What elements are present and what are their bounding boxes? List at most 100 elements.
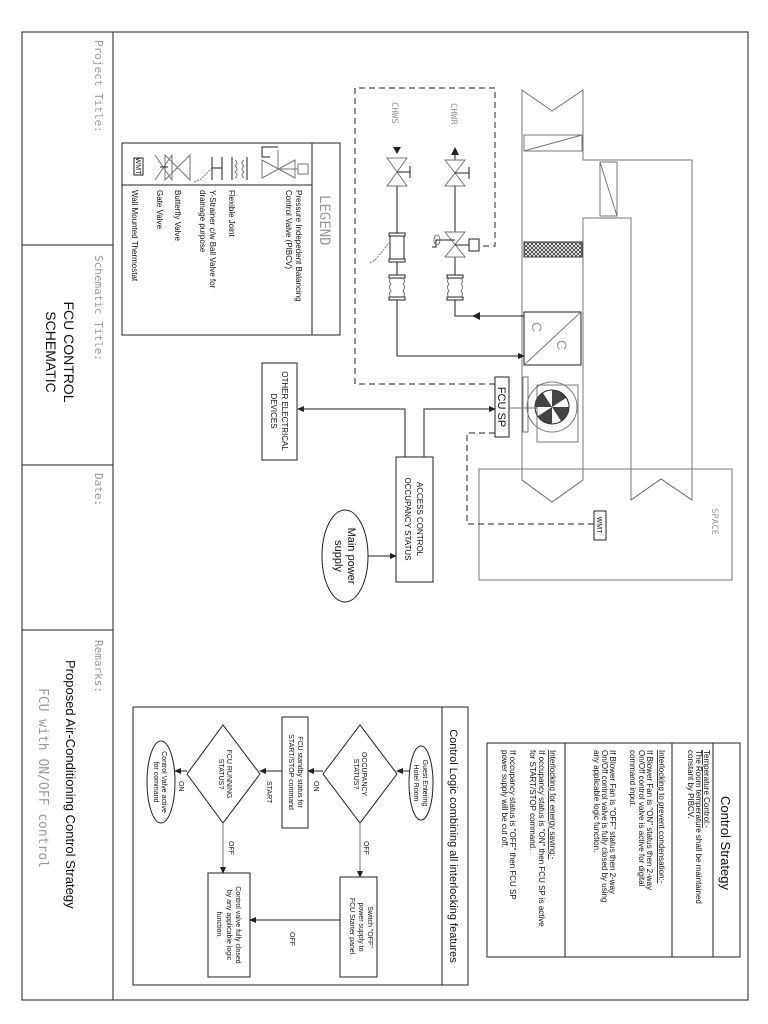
strategy-line: any applicable logic function. [592,750,601,852]
remarks-line1: Proposed Air-Conditioning Control Strate… [63,660,78,909]
legend-label-butterfly: Butterfly Valve [173,190,182,242]
strategy-line: for START/STOP command. [528,750,537,850]
chws-y-strainer [369,232,406,264]
access-control-line1: ACCESS CONTROL [415,482,424,557]
return-air-damper [599,161,618,217]
node-text: STATUS? [217,759,224,790]
section-heading: Temperature Control:- [702,750,711,828]
main-power-line1: Main power [345,528,357,585]
node-text: by any applicable logic [225,890,232,961]
edge-label: ON [177,781,184,792]
svg-text:WMT: WMT [134,158,141,175]
strategy-line: On/Off control valve is active for digit… [637,750,646,887]
strategy-line: The Room temperature shall be maintained [694,750,703,904]
date-label: Date: [92,473,105,506]
chwr-flexible-joint [446,274,464,301]
control-strategy-panel: Control Strategy Temperature Control:- T… [486,742,741,958]
legend-label-pibcv-1: Pressure Indepedent Balancing [294,190,303,302]
node-text: STATUS? [352,759,359,790]
legend-label-strainer-2: drainage purpose [198,190,207,253]
filter [523,241,583,258]
node-text: FCU Starter panel. [348,898,355,956]
strategy-line: constant by PIBCV. [686,750,695,819]
valve-active-node [146,740,176,824]
legend-label-thermostat: Wall Mounted Thermostat [130,190,139,282]
legend-label-flexible-joint: Flexible Joint [227,190,236,237]
main-power-line2: supply [332,540,344,572]
node-text: Control valve fully closed [234,886,241,964]
node-text: Guest Entering [421,760,428,807]
section-heading: Interlocking for energy saving:- [548,750,557,860]
remarks-line2: FCU with ON/OFF control [35,688,50,868]
strategy-line: If Blower Fan is "OFF" status then 2-way [608,750,617,894]
outside-air-damper [523,134,583,152]
schematic-title-line1: FCU CONTROL [61,301,77,402]
node-text: for command [152,762,159,803]
other-electrical-devices-box [261,362,298,461]
legend-label-pibcv-2: Control Valve (PIBCV) [284,190,293,269]
y-strainer-icon [193,157,223,183]
wmt-box [593,510,607,541]
cooling-coil: C C [523,311,582,366]
node-text: FCU standby status for [296,736,303,808]
fcu-standby-node [281,716,309,829]
legend-title: LEGEND [316,195,332,246]
strategy-line: On/Off control valve is fully closed by … [600,750,609,902]
access-control-line2: OCCUPANCY STATUS [403,478,412,561]
section-heading: Interlocking to prevent condensation:- [657,750,666,884]
node-text: Hotel Room [412,765,419,802]
pibcv-valve-icon [261,146,309,179]
edge-label: OFF [288,932,295,946]
node-text: Control Valve active [160,751,167,813]
chwr-pibcv [432,231,480,258]
sheet-border [21,31,749,1001]
space-label: SPACE [709,508,719,535]
fcu-running-decision [186,724,261,824]
switch-off-node [339,876,378,978]
strategy-line: If occupancy status is "OFF" then FCU SP [508,750,517,900]
other-devices-line2: DEVICES [269,393,278,428]
edge-label: ON [312,781,319,792]
node-text: FCU RUNNING [225,750,232,799]
strategy-line: command input. [628,750,637,807]
supply-duct [521,89,693,503]
other-devices-line1: OTHER ELECTRICAL [280,371,289,451]
svg-text:C: C [554,340,570,350]
access-control-box [395,456,434,583]
occupancy-decision [322,724,398,824]
main-power-supply [321,509,369,603]
flowchart-title: Control Logic combining all interlocking… [447,729,459,963]
fcu-sp-label: FCU SP [495,387,507,427]
control-wire-wmt [466,432,594,525]
node-text: OCCUPANCY [360,752,367,797]
remarks-label: Remarks: [92,640,105,693]
legend-label-gate: Gate Valve [155,190,164,230]
feed-to-fcu-sp [423,406,496,457]
title-block: Project Title: Schematic Title: FCU CONT… [22,32,114,1000]
node-text: power supply to [357,902,364,951]
edge-label: OFF [227,841,234,855]
valve-closed-node [207,872,251,978]
chws-flexible-joint [388,274,406,301]
edge-label: OFF [362,841,369,855]
flexible-joint-icon [231,157,248,180]
wmt-label: WMT [595,517,602,534]
chws-gate-valve [386,157,408,187]
strategy-line: If occupancy status is "ON" then FCU SP … [537,750,546,927]
chws-pipe [396,186,524,356]
butterfly-valve-icon [164,153,191,182]
feed-to-other-devices [297,406,406,457]
thermostat-icon: WMT [133,157,144,176]
node-text: function. [215,912,222,939]
control-strategy-title: Control Strategy [718,796,733,890]
legend-label-strainer-1: Y-Strainer c/w Ball Valve for [208,190,217,289]
edge-label: START [265,781,272,804]
schematic-title-label: Schematic Title: [92,255,105,361]
chwr-label: CHWR [448,103,458,125]
fcu-schematic: C C SPACE WMT FCU SP CHWS [261,87,733,603]
svg-text:C: C [529,322,545,332]
legend: LEGEND WMT Pressure In [121,142,341,336]
strategy-line: If Blower Fan is "ON" status then 2-way [645,750,654,890]
chwr-pipe [454,300,524,317]
strategy-line: power supply will be cut off. [500,750,509,848]
